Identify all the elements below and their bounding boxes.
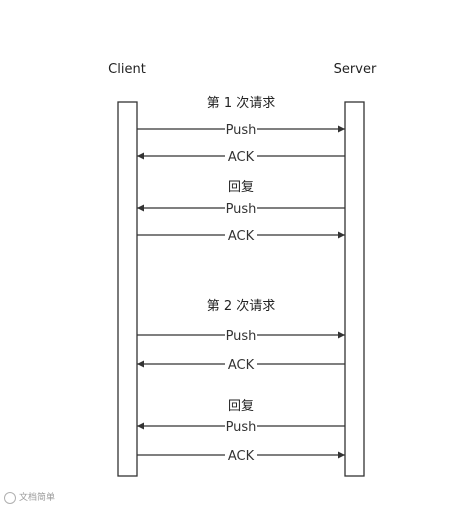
message-label: Push	[226, 329, 257, 344]
group-title: 回复	[228, 180, 254, 195]
server-lifeline	[344, 101, 365, 477]
message-label: ACK	[228, 449, 255, 464]
message-label-background	[225, 418, 257, 433]
message-label: Push	[226, 420, 257, 435]
message-label-background	[225, 356, 257, 371]
client-label: Client	[108, 62, 146, 77]
message-label-background	[225, 121, 257, 136]
message-label-background	[225, 200, 257, 215]
group-title: 第 1 次请求	[207, 95, 276, 111]
message-label: Push	[226, 123, 257, 138]
message-label-background	[225, 227, 257, 242]
message-label-background	[225, 327, 257, 342]
message-label-background	[225, 148, 257, 163]
group-title: 第 2 次请求	[207, 298, 276, 314]
watermark-text: 文档简单	[19, 493, 56, 503]
message-label: Push	[226, 202, 257, 217]
watermark-logo-icon	[4, 491, 16, 504]
message-label: ACK	[228, 358, 255, 373]
message-label: ACK	[228, 229, 255, 244]
group-title: 回复	[228, 399, 254, 414]
watermark: 文档简单	[4, 490, 55, 504]
server-label: Server	[334, 62, 377, 77]
message-label: ACK	[228, 150, 255, 165]
message-label-background	[225, 447, 257, 462]
client-lifeline	[117, 101, 138, 477]
